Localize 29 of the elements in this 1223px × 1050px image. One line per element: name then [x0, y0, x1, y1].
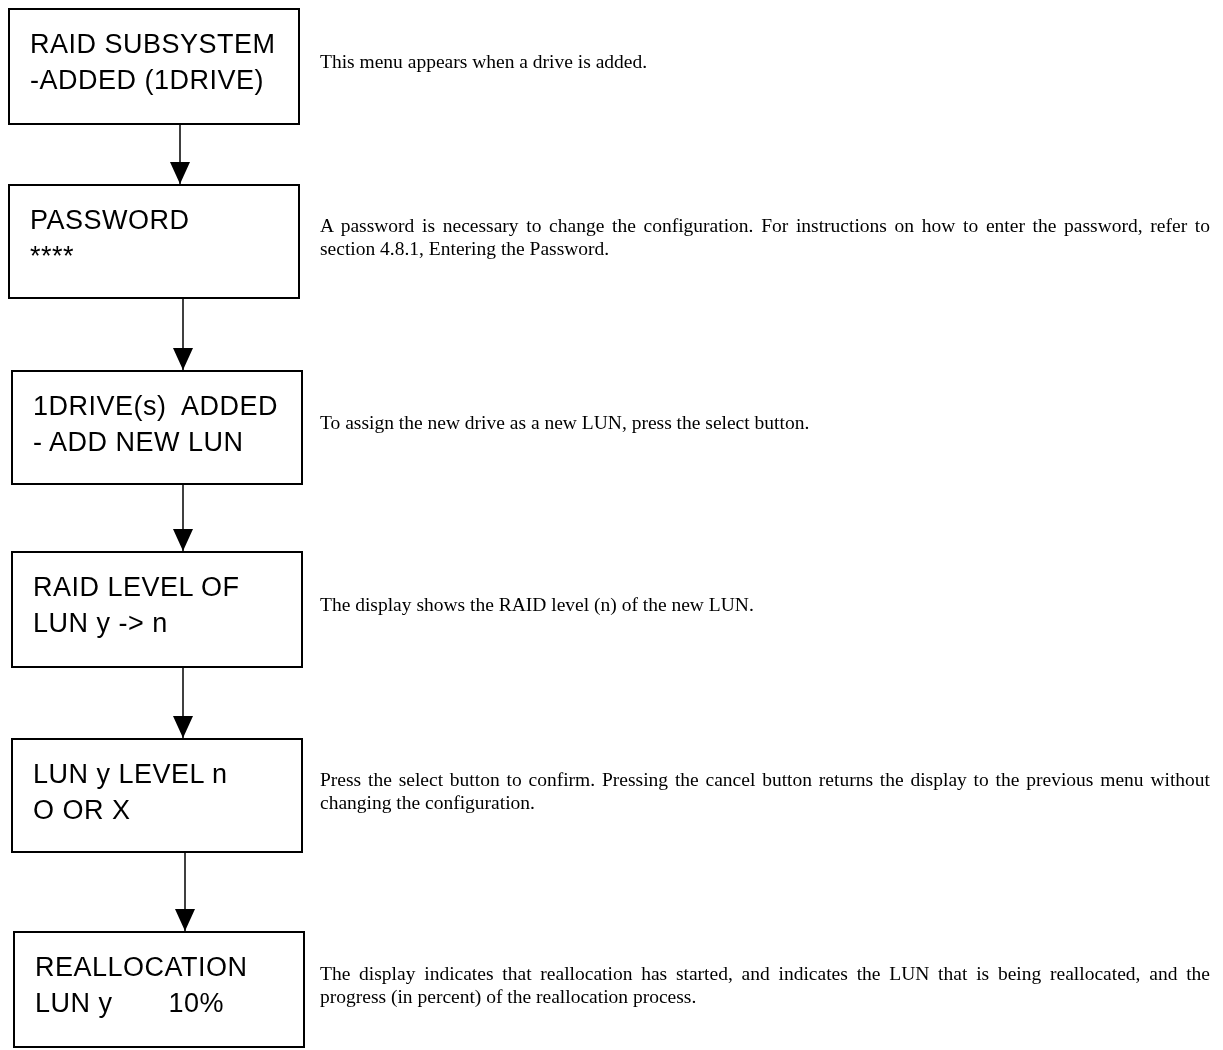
display-box	[8, 8, 300, 125]
display-text: - ADD NEW LUN	[33, 426, 244, 459]
description-text: This menu appears when a drive is added.	[320, 49, 649, 74]
display-box	[8, 184, 300, 299]
display-box	[13, 931, 305, 1048]
description-text: A password is necessary to change the configuration. For instructions on how to enter the password, refer to section 4.8.1, Entering the Password.	[320, 213, 1210, 260]
description-text: The display shows the RAID level (n) of the new LUN.	[320, 592, 755, 617]
arrow	[173, 667, 193, 739]
display-text: LUN y LEVEL n	[33, 758, 228, 791]
display-text: LUN y -> n	[33, 607, 168, 640]
arrow	[173, 484, 193, 552]
display-text: -ADDED (1DRIVE)	[30, 64, 265, 97]
description-text: To assign the new drive as a new LUN, press the select button.	[320, 410, 811, 435]
display-box	[11, 551, 303, 668]
arrow	[170, 124, 190, 185]
display-text: 1DRIVE(s) ADDED	[33, 390, 279, 423]
display-text: REALLOCATION	[35, 951, 248, 984]
description-text: Press the select button to confirm. Pressing the cancel button returns the display to the previous menu without changing the configuration.	[320, 767, 1210, 814]
arrow	[173, 298, 193, 371]
display-text: RAID SUBSYSTEM	[30, 28, 276, 61]
arrow	[175, 852, 195, 932]
display-text: PASSWORD	[30, 204, 190, 237]
display-text: RAID LEVEL OF	[33, 571, 240, 604]
display-box	[11, 370, 303, 485]
display-box	[11, 738, 303, 853]
display-text: ****	[30, 240, 75, 273]
display-text: LUN y 10%	[35, 987, 225, 1020]
description-text: The display indicates that reallocation has started, and indicates the LUN that is being reallocated, and the progress (in percent) of the reallocation process.	[320, 961, 1210, 1008]
display-text: O OR X	[33, 794, 131, 827]
